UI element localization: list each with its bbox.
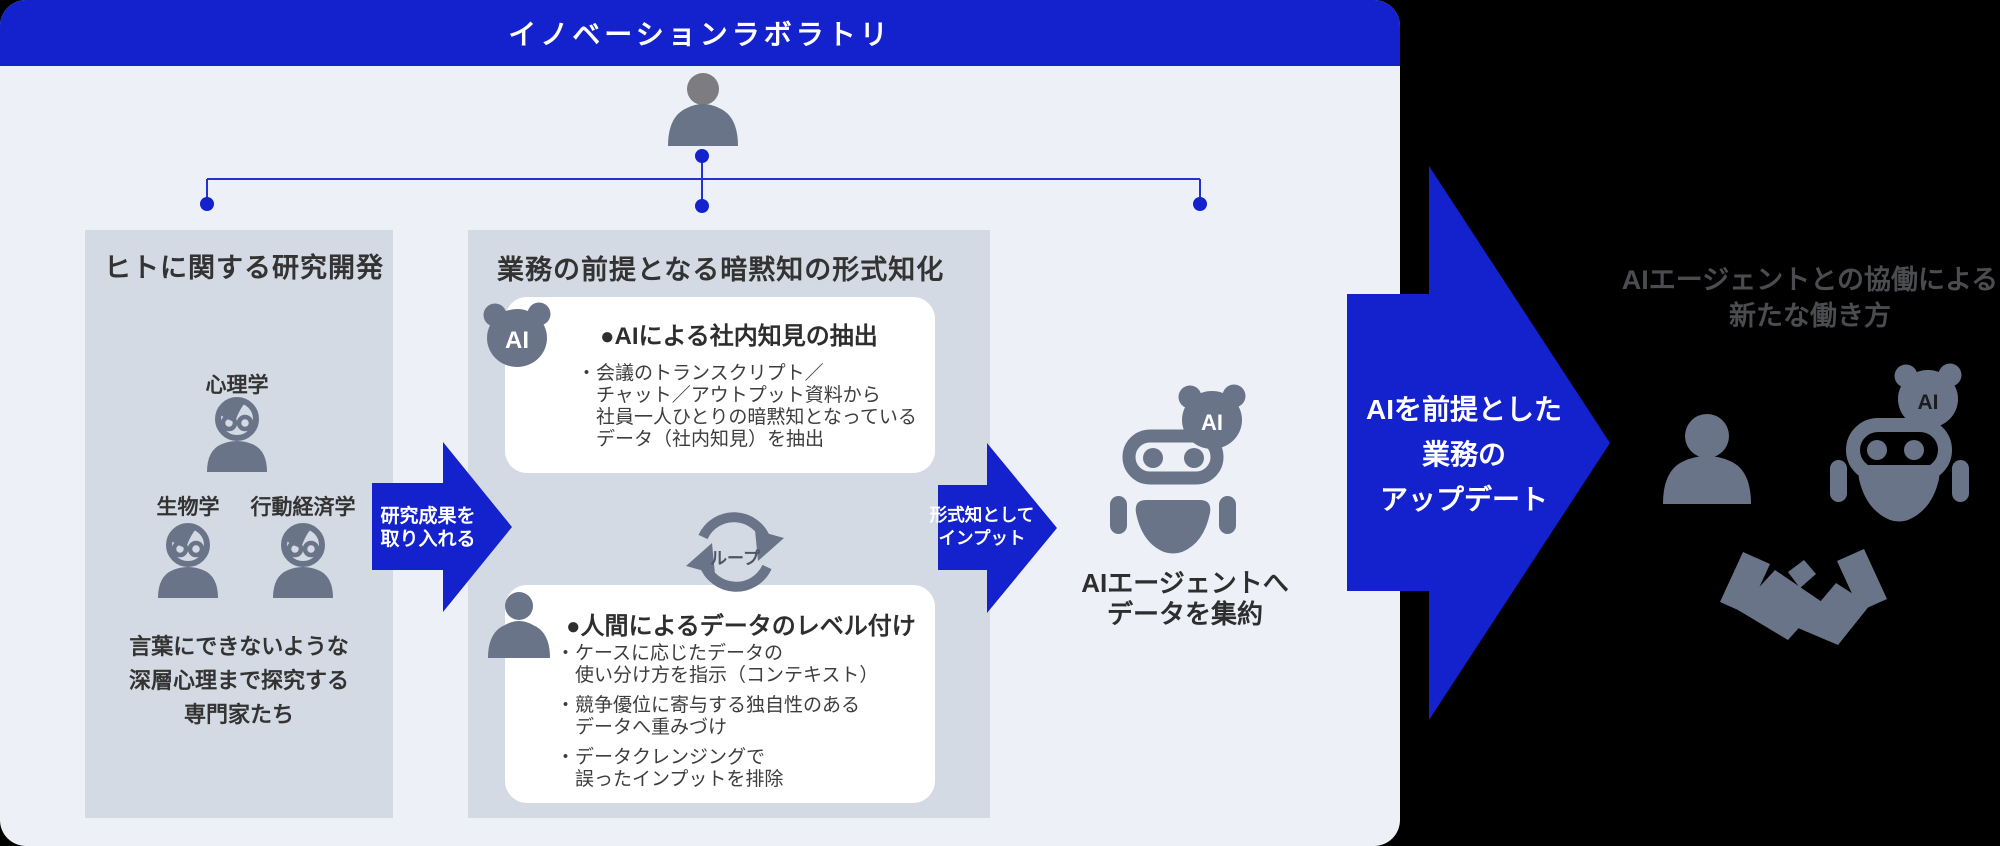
discipline-psychology: 心理学 xyxy=(205,374,269,397)
update-arrow-label: AIを前提とした 業務の アップデート xyxy=(1365,394,1563,515)
collab-robot-icon: AI xyxy=(1830,363,1969,522)
loop-label: ループ xyxy=(710,549,760,568)
discipline-biology: 生物学 xyxy=(156,496,220,519)
human-card-heading: ●人間によるデータのレベル付け xyxy=(566,613,916,640)
page-title: イノベーションラボラトリ xyxy=(508,19,892,50)
ai-card-heading: ●AIによる社内知見の抽出 xyxy=(600,323,878,350)
svg-text:AI: AI xyxy=(1918,391,1939,414)
research-box xyxy=(85,230,393,818)
research-box-title: ヒトに関する研究開発 xyxy=(104,253,384,283)
ai-extraction-card xyxy=(505,297,935,473)
header-band: イノベーションラボラトリ xyxy=(0,0,1400,66)
input-arrow-label: 形式知として インプット xyxy=(929,505,1035,548)
knowledge-box-title: 業務の前提となる暗黙知の形式知化 xyxy=(497,255,945,285)
outcome-title: AIエージェントとの協働による 新たな働き方 xyxy=(1621,265,1999,331)
human-card-bullets: ・ケースに応じたデータの 使い分け方を指示（コンテキスト） ・競争優位に寄与する… xyxy=(556,643,879,790)
discipline-behavioral-economics: 行動経済学 xyxy=(250,496,356,519)
research-arrow-label: 研究成果を 取り入れる xyxy=(380,506,476,550)
human-labeling-card xyxy=(505,585,935,803)
worker-icon xyxy=(1663,414,1751,504)
aggregation-caption: AIエージェントへ データを集約 xyxy=(1081,568,1289,629)
handshake-icon xyxy=(1720,549,1887,645)
research-box-caption: 言葉にできないような 深層心理まで探究する 専門家たち xyxy=(128,634,350,727)
ai-card-bullets: ・会議のトランスクリプト／ チャット／アウトプット資料から 社員一人ひとりの暗黙… xyxy=(577,363,917,450)
